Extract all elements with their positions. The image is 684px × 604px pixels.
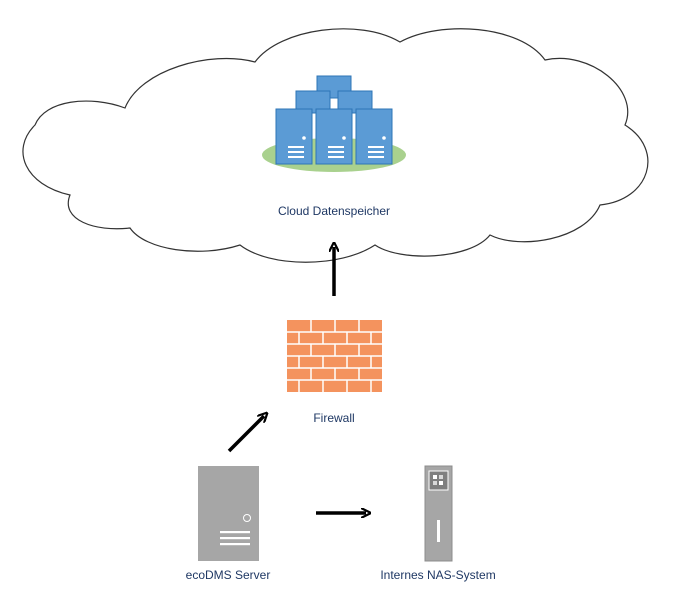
ecodms-server-label: ecoDMS Server (185, 568, 271, 582)
nas-system-icon (424, 465, 453, 562)
arrow-server-to-firewall (227, 416, 264, 453)
firewall-label: Firewall (313, 411, 355, 425)
nas-system-label: Internes NAS-System (380, 568, 496, 582)
firewall-icon (287, 320, 382, 392)
ecodms-server-icon (198, 466, 259, 561)
cloud-storage-label: Cloud Datenspeicher (277, 204, 391, 218)
cloud-server-cluster-icon (262, 75, 406, 172)
